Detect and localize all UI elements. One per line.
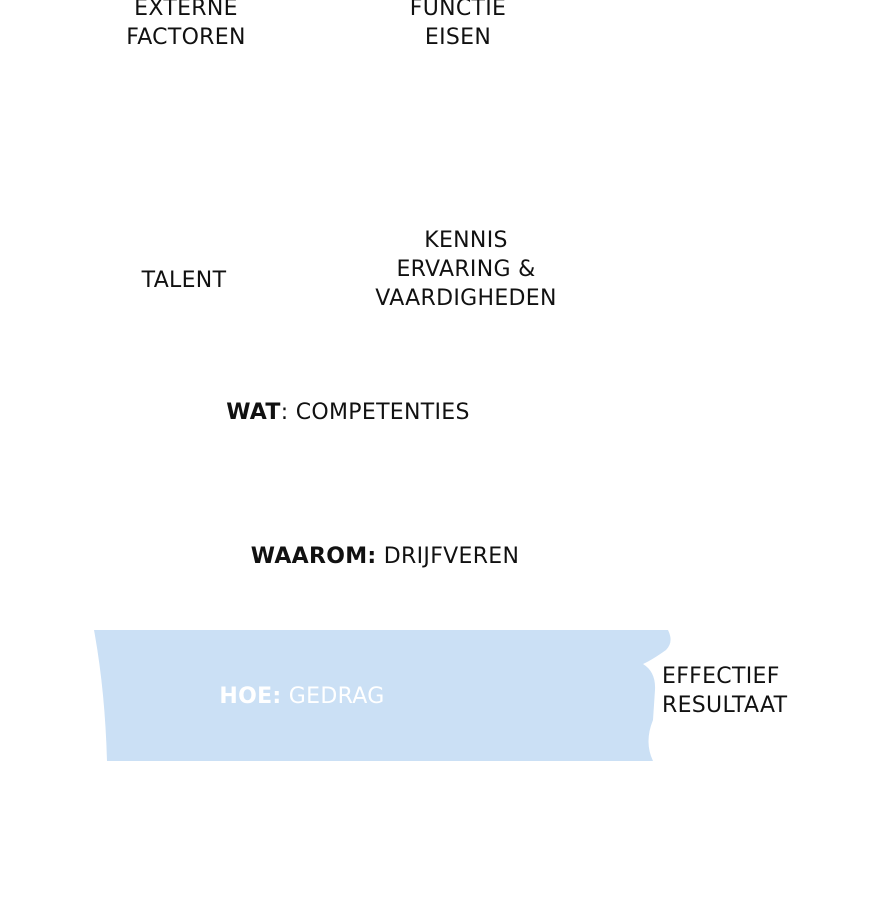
label-functie-eisen: FUNCTIE EISEN — [409, 0, 507, 50]
label-externe-factoren: EXTERNE FACTOREN — [126, 0, 246, 50]
label-effectief-resultaat: EFFECTIEF RESULTAAT — [662, 664, 788, 718]
hoe-band — [94, 630, 671, 761]
label-hoe-bold: HOE: — [219, 684, 282, 709]
label-waarom-drijfveren: WAAROM: DRIJFVEREN — [224, 542, 546, 571]
label-hoe-gedrag: HOE: GEDRAG — [204, 682, 400, 711]
label-wat-competenties: WAT: COMPETENTIES — [204, 398, 492, 427]
label-hoe-rest: GEDRAG — [281, 684, 385, 709]
label-waarom-bold: WAAROM: — [250, 544, 377, 569]
label-wat-rest: : COMPETENTIES — [280, 400, 470, 425]
label-wat-bold: WAT — [226, 400, 281, 425]
label-kennis-ervaring-vaardigheden: KENNIS ERVARING & VAARDIGHEDEN — [375, 228, 557, 311]
label-talent: TALENT — [141, 268, 227, 293]
label-waarom-rest: DRIJFVEREN — [376, 544, 520, 569]
